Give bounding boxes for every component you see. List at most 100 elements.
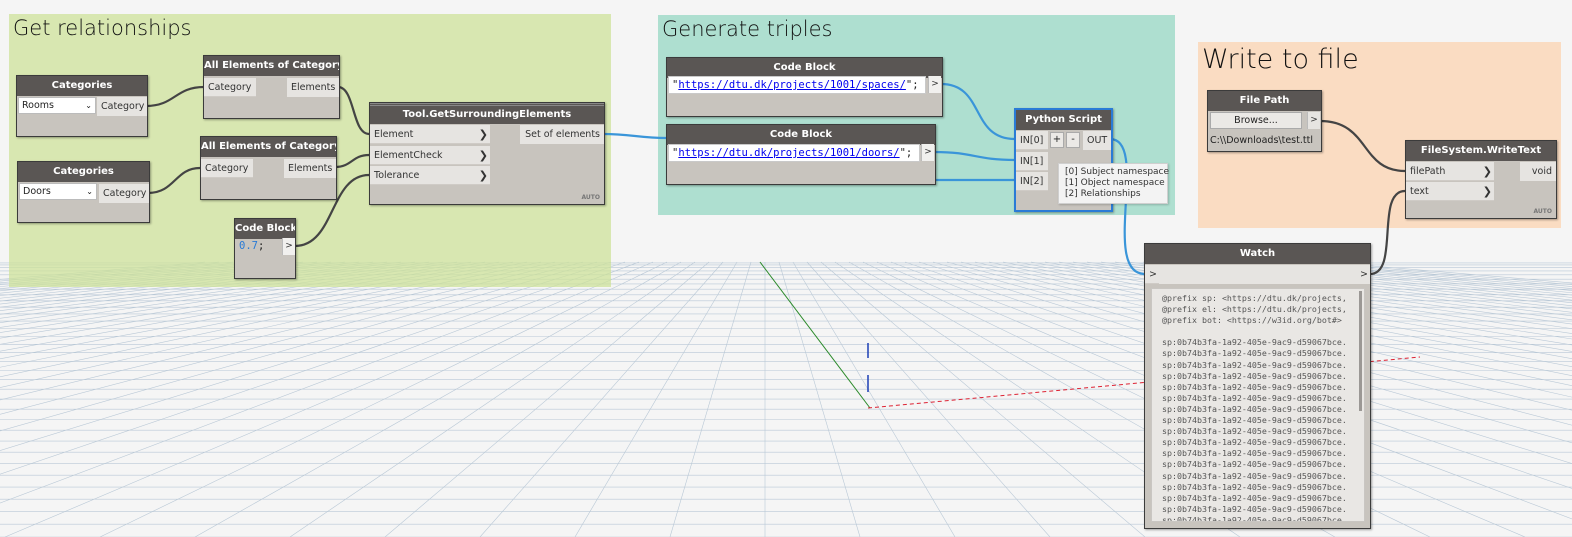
input-port-in0[interactable]: IN[0] [1016, 131, 1048, 150]
output-port[interactable]: > [282, 238, 295, 255]
chevron-right-icon: ❯ [1482, 165, 1492, 178]
code-quote: " [672, 147, 679, 159]
code-url[interactable]: https://dtu.dk/projects/1001/doors/ [678, 147, 900, 159]
watch-line: sp:0b74b3fa-1a92-405e-9ac9-d59067bce. [1162, 503, 1347, 514]
node-title: All Elements of Category [201, 137, 336, 157]
watch-line: sp:0b74b3fa-1a92-405e-9ac9-d59067bce. [1162, 348, 1347, 359]
code-number: 0.7 [239, 240, 258, 252]
watch-line: @prefix el: <https://dtu.dk/projects, [1162, 304, 1347, 315]
output-port-void[interactable]: void [1520, 162, 1556, 181]
watch-line: sp:0b74b3fa-1a92-405e-9ac9-d59067bce. [1162, 437, 1347, 448]
watch-line: sp:0b74b3fa-1a92-405e-9ac9-d59067bce. [1162, 426, 1347, 437]
node-title: Watch [1145, 244, 1370, 264]
node-title: Python Script [1016, 110, 1111, 130]
watch-line: sp:0b74b3fa-1a92-405e-9ac9-d59067bce. [1162, 448, 1347, 459]
watch-line: sp:0b74b3fa-1a92-405e-9ac9-d59067bce. [1162, 392, 1347, 403]
categories-doors-node[interactable]: Categories Doors ⌄ Category [17, 161, 150, 223]
get-surrounding-elements-node[interactable]: Tool.GetSurroundingElements Element❯ Ele… [369, 102, 605, 205]
watch-line: @prefix sp: <https://dtu.dk/projects, [1162, 293, 1347, 303]
watch-node[interactable]: Watch > > @prefix sp: <https://dtu.dk/pr… [1144, 243, 1371, 529]
input-tooltip: [0] Subject namespace [1] Object namespa… [1058, 163, 1170, 204]
watch-line: sp:0b74b3fa-1a92-405e-9ac9-d59067bce. [1162, 381, 1347, 392]
file-path-node[interactable]: File Path Browse... > C:\\Downloads\test… [1207, 90, 1322, 152]
tooltip-line: [0] Subject namespace [1065, 167, 1170, 177]
category-dropdown[interactable]: Doors ⌄ [19, 183, 97, 200]
input-port[interactable]: > [1145, 265, 1159, 284]
group-title: Write to file [1202, 44, 1359, 75]
watch-line: sp:0b74b3fa-1a92-405e-9ac9-d59067bce. [1162, 403, 1347, 414]
all-elements-of-category-node[interactable]: All Elements of Category Category Elemen… [203, 55, 340, 119]
output-port[interactable]: > [1356, 265, 1370, 284]
output-port[interactable]: > [1307, 112, 1320, 129]
file-path-value: C:\\Downloads\test.ttl [1210, 135, 1313, 146]
add-input-button[interactable]: + [1050, 132, 1064, 148]
code-url[interactable]: https://dtu.dk/projects/1001/spaces/ [678, 79, 906, 91]
categories-rooms-node[interactable]: Categories Rooms ⌄ Category [16, 75, 148, 137]
y-axis-line [759, 261, 871, 409]
port-label: ElementCheck [374, 150, 443, 161]
watch-line: sp:0b74b3fa-1a92-405e-9ac9-d59067bce. [1162, 370, 1347, 381]
node-title: FileSystem.WriteText [1406, 141, 1556, 161]
code-quote: "; [899, 147, 913, 159]
tooltip-line: [1] Object namespace [1065, 178, 1165, 188]
input-port-category[interactable]: Category [201, 159, 253, 178]
output-port-out[interactable]: OUT [1083, 131, 1111, 150]
input-port-filepath[interactable]: filePath ❯ [1406, 162, 1494, 181]
code-block-spaces-node[interactable]: Code Block "https://dtu.dk/projects/1001… [666, 57, 943, 117]
watch-line: sp:0b74b3fa-1a92-405e-9ac9-d59067bce. [1162, 514, 1347, 522]
port-label: Element [374, 129, 414, 140]
node-title: Code Block [667, 58, 942, 78]
code-semicolon: ; [257, 240, 265, 252]
x-axis-line [867, 356, 1421, 409]
group-title: Get relationships [13, 16, 192, 40]
dropdown-value: Rooms [22, 100, 55, 111]
port-label: filePath [1410, 166, 1446, 177]
node-title: Code Block [667, 125, 935, 145]
input-port-elementcheck[interactable]: ElementCheck❯ [370, 146, 490, 165]
watch-output-panel[interactable]: @prefix sp: <https://dtu.dk/projects,@pr… [1151, 288, 1365, 522]
output-port-elements[interactable]: Elements [287, 78, 339, 97]
code-quote: " [672, 79, 679, 91]
browse-button[interactable]: Browse... [1210, 112, 1302, 129]
output-port[interactable]: > [921, 144, 934, 161]
node-title: All Elements of Category [204, 56, 339, 76]
code-editor[interactable]: "https://dtu.dk/projects/1001/spaces/"; [668, 76, 926, 94]
code-editor[interactable]: 0.7; [236, 238, 282, 256]
output-port[interactable]: > [928, 76, 941, 93]
node-title: Categories [17, 76, 147, 96]
watch-line: sp:0b74b3fa-1a92-405e-9ac9-d59067bce. [1162, 470, 1347, 481]
code-editor[interactable]: "https://dtu.dk/projects/1001/doors/"; [668, 144, 920, 162]
output-port-elements[interactable]: Elements [284, 159, 336, 178]
category-dropdown[interactable]: Rooms ⌄ [18, 97, 96, 114]
watch-port-bar [1159, 265, 1356, 284]
code-block-doors-node[interactable]: Code Block "https://dtu.dk/projects/1001… [666, 124, 936, 185]
tooltip-line: [2] Relationships [1065, 189, 1141, 199]
output-port-set-of-elements[interactable]: Set of elements [520, 125, 604, 144]
code-block-node[interactable]: Code Block 0.7; > [234, 218, 296, 279]
input-port-in2[interactable]: IN[2] [1016, 172, 1048, 191]
lacing-badge: AUTO [1533, 208, 1552, 215]
filesystem-writetext-node[interactable]: FileSystem.WriteText filePath ❯ text❯ voi… [1405, 140, 1557, 219]
lacing-badge: AUTO [581, 194, 600, 201]
input-port-element[interactable]: Element ❯ [370, 125, 490, 144]
watch-lines: @prefix sp: <https://dtu.dk/projects,@pr… [1152, 289, 1364, 522]
input-port-tolerance[interactable]: Tolerance❯ [370, 166, 490, 185]
chevron-right-icon: ❯ [1482, 185, 1492, 198]
scrollbar-thumb[interactable] [1359, 291, 1362, 411]
python-script-node[interactable]: Python Script IN[0] IN[1] IN[2] + - OUT [1014, 108, 1113, 212]
input-port-category[interactable]: Category [204, 78, 256, 97]
watch-line: @prefix bot: <https://w3id.org/bot#> [1162, 315, 1342, 326]
node-title: File Path [1208, 91, 1321, 111]
all-elements-of-category-node[interactable]: All Elements of Category Category Elemen… [200, 136, 337, 200]
input-port-in1[interactable]: IN[1] [1016, 152, 1048, 171]
output-port-category[interactable]: Category [97, 97, 147, 116]
chevron-right-icon: ❯ [478, 128, 488, 141]
code-quote: "; [905, 79, 919, 91]
remove-input-button[interactable]: - [1066, 132, 1080, 148]
watch-line: sp:0b74b3fa-1a92-405e-9ac9-d59067bce. [1162, 359, 1347, 370]
watch-line [1152, 326, 1364, 337]
output-port-category[interactable]: Category [99, 184, 149, 203]
node-title: Code Block [235, 219, 295, 239]
input-port-text[interactable]: text❯ [1406, 182, 1494, 201]
chevron-down-icon: ⌄ [85, 101, 92, 110]
